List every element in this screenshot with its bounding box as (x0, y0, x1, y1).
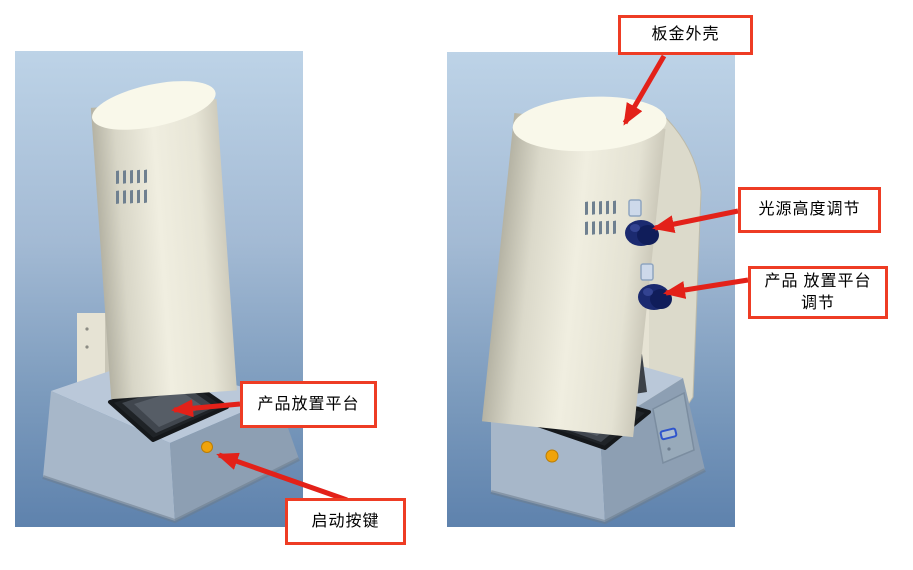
start-button-dot (201, 441, 213, 453)
vent-grille (116, 169, 147, 204)
vent-grille (585, 200, 616, 235)
callout-start-button: 启动按键 (285, 498, 406, 545)
callout-product-platform: 产品放置平台 (240, 381, 377, 428)
callout-text: 板金外壳 (651, 26, 720, 44)
left-view-panel (15, 51, 303, 527)
connector-recess (652, 391, 695, 465)
light-height-knob (625, 199, 659, 246)
callout-platform-adjust: 产品 放置平台 调节 (748, 266, 888, 319)
callout-text: 启动按键 (311, 512, 380, 530)
platform-adjust-knob (638, 263, 672, 310)
callout-text-line1: 产品 放置平台 (764, 272, 872, 290)
callout-light-height-adjust: 光源高度调节 (738, 187, 881, 233)
callout-text: 光源高度调节 (758, 201, 861, 219)
callout-text: 产品放置平台 (257, 395, 360, 413)
right-view-panel (447, 52, 735, 527)
connector-port (659, 427, 678, 441)
tower-cylinder (90, 81, 237, 400)
machine-illustration-front (42, 81, 300, 524)
callout-sheet-metal-shell: 板金外壳 (618, 15, 753, 55)
start-button-dot (545, 449, 559, 463)
machine-illustration-side (481, 96, 706, 525)
callout-text-line2: 调节 (800, 294, 835, 312)
tower-cylinder (481, 96, 667, 438)
